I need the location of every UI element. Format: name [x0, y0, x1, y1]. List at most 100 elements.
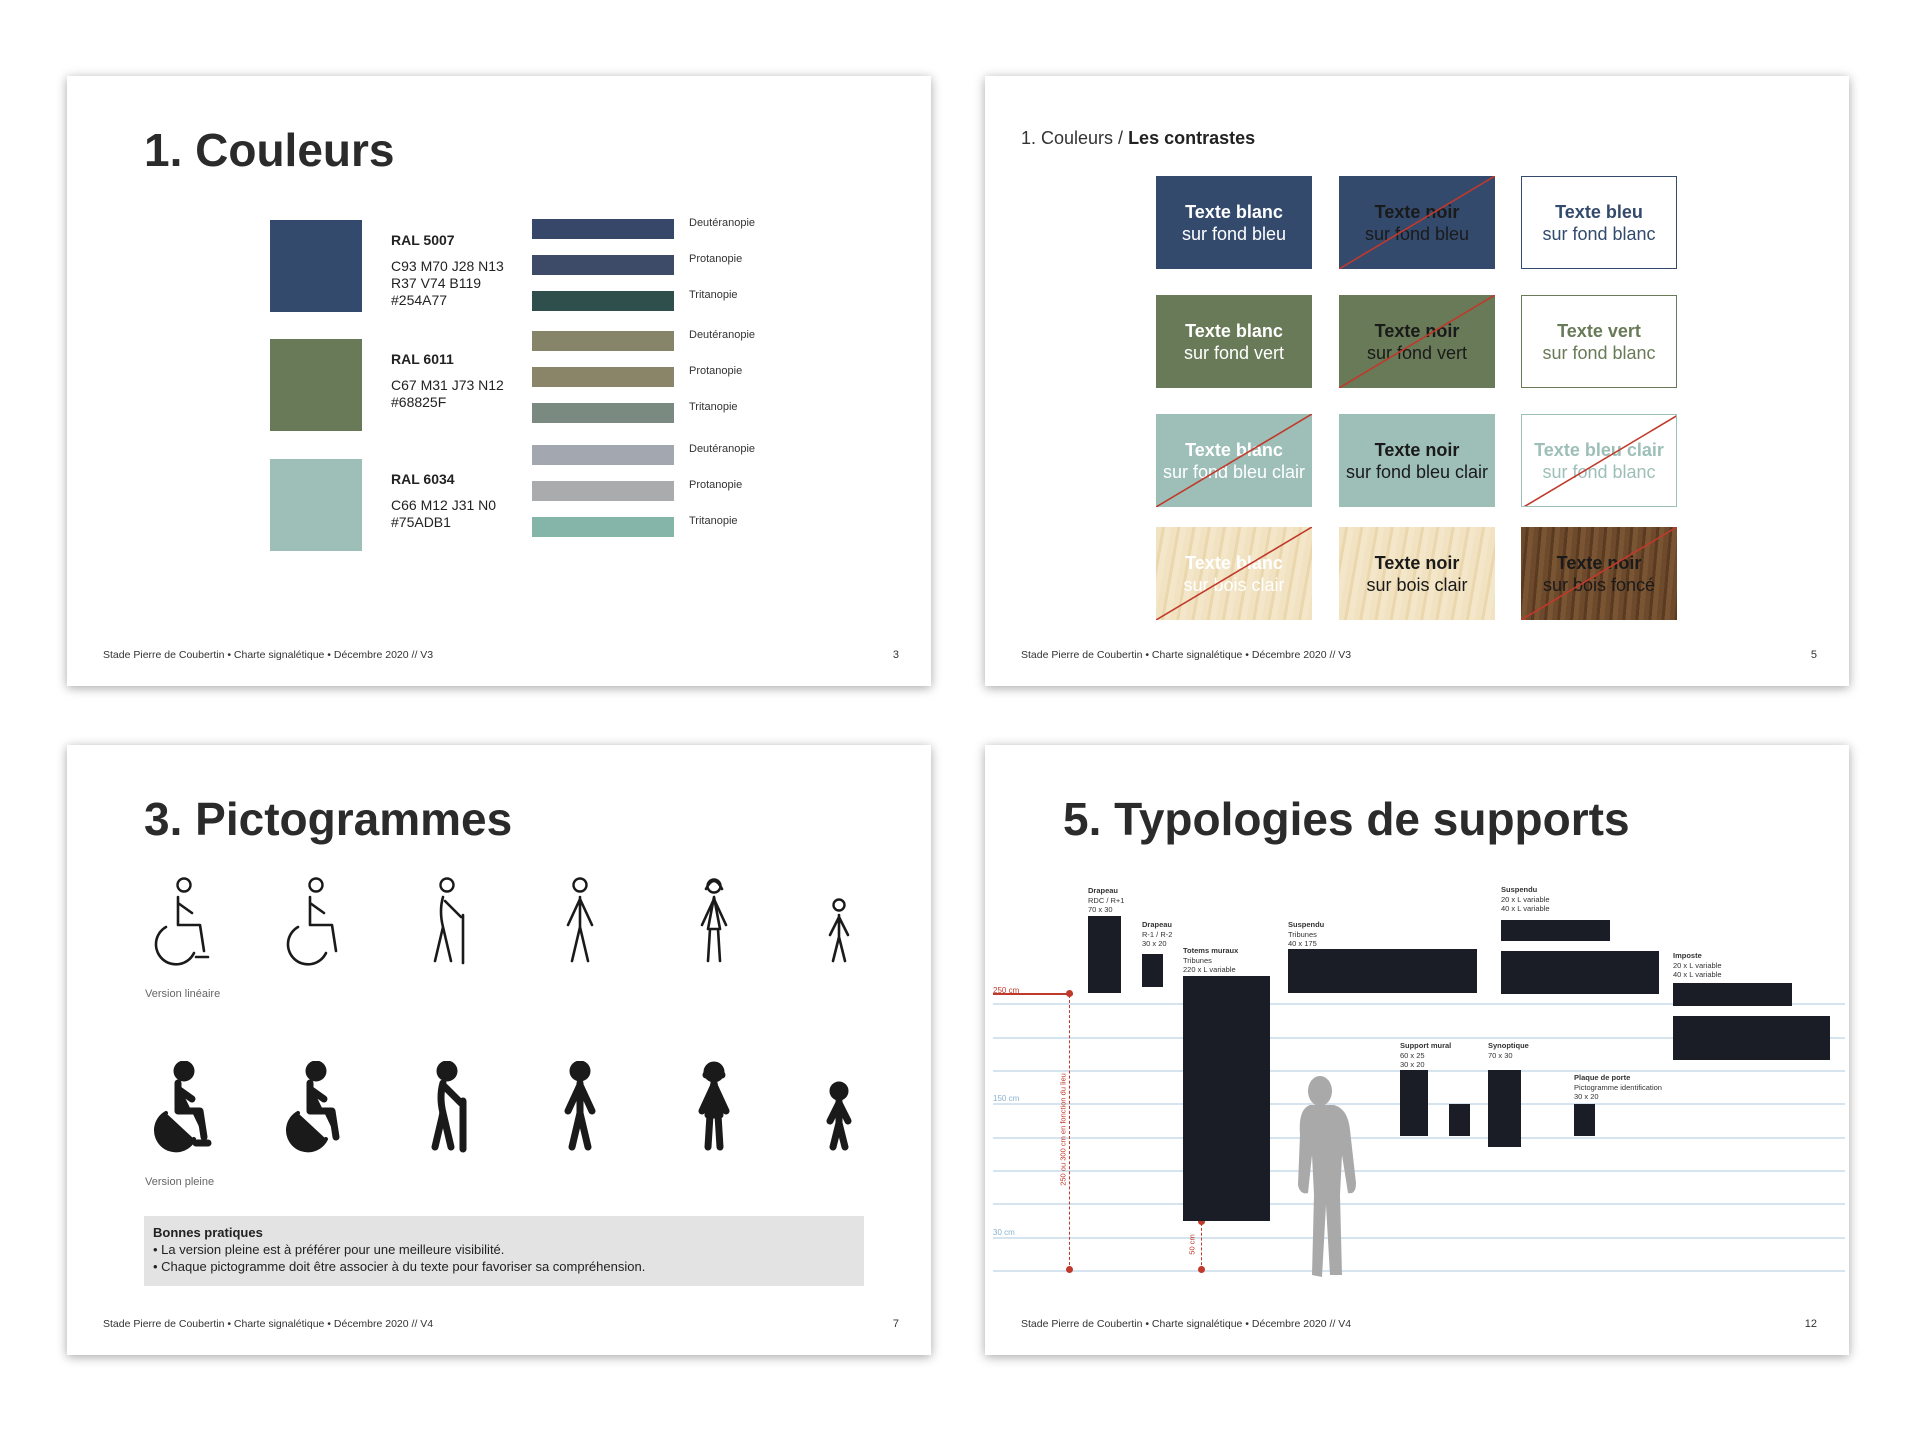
page-number: 5: [1810, 649, 1817, 661]
tile-line2: sur bois clair: [1183, 574, 1285, 595]
child-filled-icon: [809, 1061, 879, 1166]
cross-out-icon: [1339, 176, 1495, 269]
simulation-label: Protanopie: [689, 253, 743, 265]
tile-line1: Texte blanc: [1185, 552, 1283, 573]
slide-title: 5. Typologies de supports: [1063, 793, 1630, 845]
grid-line: [993, 1003, 1845, 1005]
simulation-bar: [532, 481, 674, 501]
simulation-bar: [532, 331, 674, 351]
color-swatch: [270, 220, 362, 312]
caption-full: Version pleine: [145, 1176, 215, 1188]
support-dimension: 40 x 175: [1288, 939, 1317, 948]
slide-footer: Stade Pierre de Coubertin • Charte signa…: [1021, 649, 1352, 661]
ral-code: RAL 6034: [391, 471, 455, 487]
support-name: Imposte: [1673, 951, 1702, 960]
tile-line2: sur bois clair: [1366, 574, 1468, 595]
tile-line2: sur fond bleu clair: [1345, 461, 1489, 482]
support-dimension: Tribunes: [1288, 929, 1317, 939]
support-panel: [1088, 916, 1121, 993]
support-dimension: 70 x 30: [1088, 905, 1113, 914]
support-panel: [1673, 983, 1792, 1006]
tile-line2: sur fond bleu clair: [1162, 461, 1306, 482]
person-silhouette-icon: [1298, 1076, 1356, 1277]
grid-line: [993, 1203, 1845, 1205]
man-filled-icon: [550, 1060, 620, 1166]
color-swatch: [270, 459, 362, 551]
tile-line2: sur fond blanc: [1542, 342, 1656, 363]
ral-code: RAL 5007: [391, 232, 455, 248]
install-height-dimension: [1069, 995, 1070, 1270]
cross-out-icon: [1523, 415, 1676, 506]
tile-line1: Texte bleu clair: [1534, 439, 1664, 460]
color-codes: C67 M31 J73 N12 #68825F: [391, 377, 504, 410]
simulation-label: Deutéranopie: [689, 443, 756, 455]
tile-line1: Texte noir: [1374, 320, 1460, 341]
color-codes: C66 M12 J31 N0 #75ADB1: [391, 497, 497, 530]
caption-linear: Version linéaire: [145, 988, 221, 1000]
dimension-dot: [1066, 1266, 1073, 1273]
tile-line2: sur fond blanc: [1542, 223, 1656, 244]
support-dimension: 20 x L variable: [1673, 960, 1722, 970]
height-label-30: 30 cm: [993, 1228, 1015, 1237]
best-practices-box: Bonnes pratiques • La version pleine est…: [144, 1216, 864, 1286]
simulation-label: Tritanopie: [689, 401, 738, 413]
dimension-dot: [1198, 1218, 1205, 1225]
totem-clearance-dimension: [1201, 1223, 1202, 1270]
support-name: Support mural: [1400, 1041, 1452, 1050]
simulation-bar: [532, 255, 674, 275]
page-number: 3: [892, 649, 899, 661]
tile-line1: Texte vert: [1557, 320, 1641, 341]
tile-line2: sur fond blanc: [1542, 461, 1656, 482]
slide-footer: Stade Pierre de Coubertin • Charte signa…: [103, 649, 434, 661]
tile-line2: sur fond bleu: [1181, 223, 1287, 244]
slide-pictogrammes: 3. Pictogrammes Version linéaire Version…: [67, 745, 931, 1355]
simulation-label: Protanopie: [689, 479, 743, 491]
tile-line1: Texte blanc: [1185, 439, 1283, 460]
best-practice-item: • Chaque pictogramme doit être associer …: [153, 1259, 646, 1274]
support-dimension: 40 x L variable: [1501, 904, 1550, 913]
height-label-250: 250 cm: [993, 986, 1020, 995]
slide-footer: Stade Pierre de Coubertin • Charte signa…: [1021, 1318, 1352, 1330]
man-icon: [550, 875, 620, 980]
support-name: Suspendu: [1288, 920, 1325, 929]
wheelchair-icon: [280, 875, 350, 980]
support-panel: [1501, 951, 1659, 994]
totem-clearance-label: 50 cm: [1187, 1234, 1197, 1255]
support-panel: [1288, 949, 1477, 993]
tile-line1: Texte noir: [1374, 439, 1460, 460]
install-height-line: [993, 993, 1073, 995]
support-name: Plaque de porte: [1574, 1073, 1631, 1082]
support-dimension: Tribunes: [1183, 955, 1212, 965]
support-name: Synoptique: [1488, 1041, 1529, 1050]
support-name: Drapeau: [1088, 886, 1119, 895]
tile-line1: Texte bleu: [1555, 201, 1643, 222]
slide-title: 3. Pictogrammes: [144, 793, 513, 845]
ral-code: RAL 6011: [391, 351, 454, 367]
install-height-label: 250 ou 300 cm en fonction du lieu: [1058, 1073, 1068, 1186]
support-dimension: 60 x 25: [1400, 1050, 1425, 1060]
tile-line2: sur fond vert: [1366, 342, 1468, 363]
simulation-label: Deutéranopie: [689, 329, 756, 341]
cross-out-icon: [1339, 295, 1495, 388]
support-dimension: RDC / R+1: [1088, 895, 1125, 905]
dimension-dot: [1066, 990, 1073, 997]
dimension-dot: [1198, 1266, 1205, 1273]
slide-typologies: 5. Typologies de supports 250 cm 150 cm …: [985, 745, 1849, 1355]
support-dimension: 30 x 20: [1142, 939, 1167, 948]
support-panel: [1400, 1070, 1428, 1136]
support-dimension: 70 x 30: [1488, 1050, 1513, 1060]
